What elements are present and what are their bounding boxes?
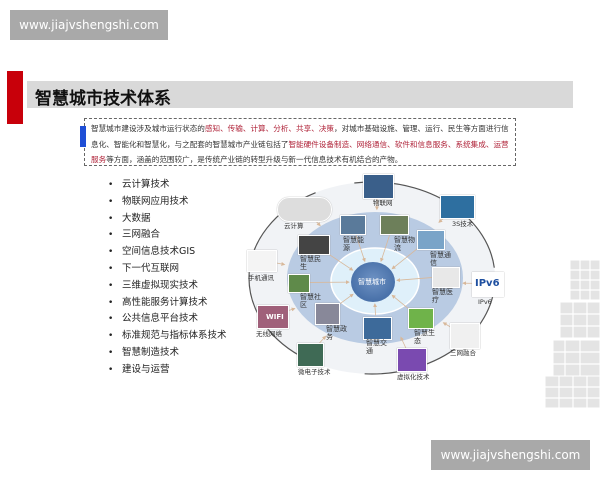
watermark-bottom: www.jiajvshengshi.com — [431, 440, 590, 470]
tech-list-item: 空间信息技术GIS — [108, 244, 227, 261]
tech-list-item: 三维虚拟现实技术 — [108, 278, 227, 295]
inner-node-label: 智慧物流 — [394, 236, 415, 252]
outer-image — [297, 343, 324, 367]
intro-highlight: 感知、传输、计算、分析、共享、决策 — [204, 124, 334, 133]
arrow — [380, 235, 390, 263]
tech-list-item: 物联网应用技术 — [108, 194, 227, 211]
inner-node-label: 智慧能源 — [343, 236, 364, 252]
outer-node-label: 微电子技术 — [298, 368, 331, 376]
outer-node-label: 虚拟化技术 — [397, 373, 430, 381]
center-label: 智慧城市 — [358, 278, 386, 286]
arrow — [400, 336, 407, 349]
outer-node-label: 云计算 — [284, 222, 304, 230]
inner-image — [380, 215, 409, 235]
core-circle — [351, 262, 395, 302]
inner-image — [432, 267, 460, 288]
watermark-top: www.jiajvshengshi.com — [10, 10, 168, 40]
arrow — [373, 303, 378, 316]
arrow — [391, 245, 421, 270]
arrow — [391, 294, 411, 311]
intro-marker — [80, 126, 86, 147]
outer-node-label: 3S技术 — [452, 220, 474, 228]
outer-image — [450, 323, 480, 349]
tech-list: 云计算技术物联网应用技术大数据三网融合空间信息技术GIS下一代互联网三维虚拟现实… — [108, 177, 227, 379]
outer-node-label: 手机通讯 — [248, 274, 274, 282]
inner-node-label: 智慧民生 — [300, 255, 321, 271]
inner-node-label: 智慧社区 — [300, 293, 321, 309]
cube-decoration — [545, 260, 600, 408]
tech-list-item: 云计算技术 — [108, 177, 227, 194]
title-accent-bar — [7, 71, 23, 124]
intro-text: ，对城市基础设施、管理、运行、民生等方面进行信息化、智能化和智慧化，与之配套的智… — [91, 124, 509, 149]
arrow — [396, 277, 434, 283]
inner-image — [408, 308, 434, 329]
inner-image — [340, 215, 366, 235]
inner-node-label: 智慧政务 — [326, 325, 347, 341]
outer-image — [397, 348, 427, 372]
intro-text: 智慧城市建设涉及城市运行状态的 — [91, 124, 205, 133]
outer-node-label: 三网融合 — [450, 349, 476, 357]
tech-list-item: 大数据 — [108, 211, 227, 228]
tech-list-item: 智慧制造技术 — [108, 345, 227, 362]
intro-text: 等方面，涵盖的范围较广，是传统产业链的转型升级与新一代信息技术有机结合的产物。 — [106, 155, 403, 164]
inner-image — [315, 303, 340, 325]
outer-image: WIFI — [257, 305, 289, 329]
outer-image — [440, 195, 475, 219]
inner-node-label: 智慧医疗 — [432, 288, 453, 304]
ipv6-logo: IPv6 — [475, 278, 500, 289]
inner-node-label: 智慧生态 — [414, 329, 435, 345]
arrow — [355, 235, 366, 263]
wifi-logo: WIFI — [266, 313, 284, 321]
tech-list-item: 高性能服务计算技术 — [108, 295, 227, 312]
page-title: 智慧城市技术体系 — [35, 89, 171, 109]
inner-image — [417, 230, 445, 250]
inner-image — [288, 274, 310, 293]
outer-image — [277, 197, 332, 222]
outer-node-label: IPv6 — [478, 298, 492, 306]
tech-list-item: 公共信息平台技术 — [108, 311, 227, 328]
outer-image — [363, 174, 394, 199]
tech-list-item: 建设与运营 — [108, 362, 227, 379]
inner-node-label: 智慧通信 — [430, 251, 451, 267]
inner-image — [298, 235, 330, 255]
tech-list-item: 三网融合 — [108, 227, 227, 244]
outer-node-label: 无线网络 — [256, 330, 282, 338]
tech-list-item: 下一代互联网 — [108, 261, 227, 278]
outer-image: IPv6 — [472, 272, 504, 297]
outer-image — [247, 250, 277, 272]
intro-highlight: 智能硬件设备制造、网络通信、软件和信息服务、系统集成、运营服务 — [91, 139, 509, 165]
inner-image — [363, 317, 392, 340]
intro-paragraph: 智慧城市建设涉及城市运行状态的感知、传输、计算、分析、共享、决策，对城市基础设施… — [84, 118, 516, 166]
inner-node-label: 智慧交通 — [366, 339, 387, 355]
title-band: 智慧城市技术体系 — [27, 81, 573, 109]
tech-list-item: 标准规范与指标体系技术 — [108, 328, 227, 345]
outer-node-label: 物联网 — [373, 199, 393, 207]
